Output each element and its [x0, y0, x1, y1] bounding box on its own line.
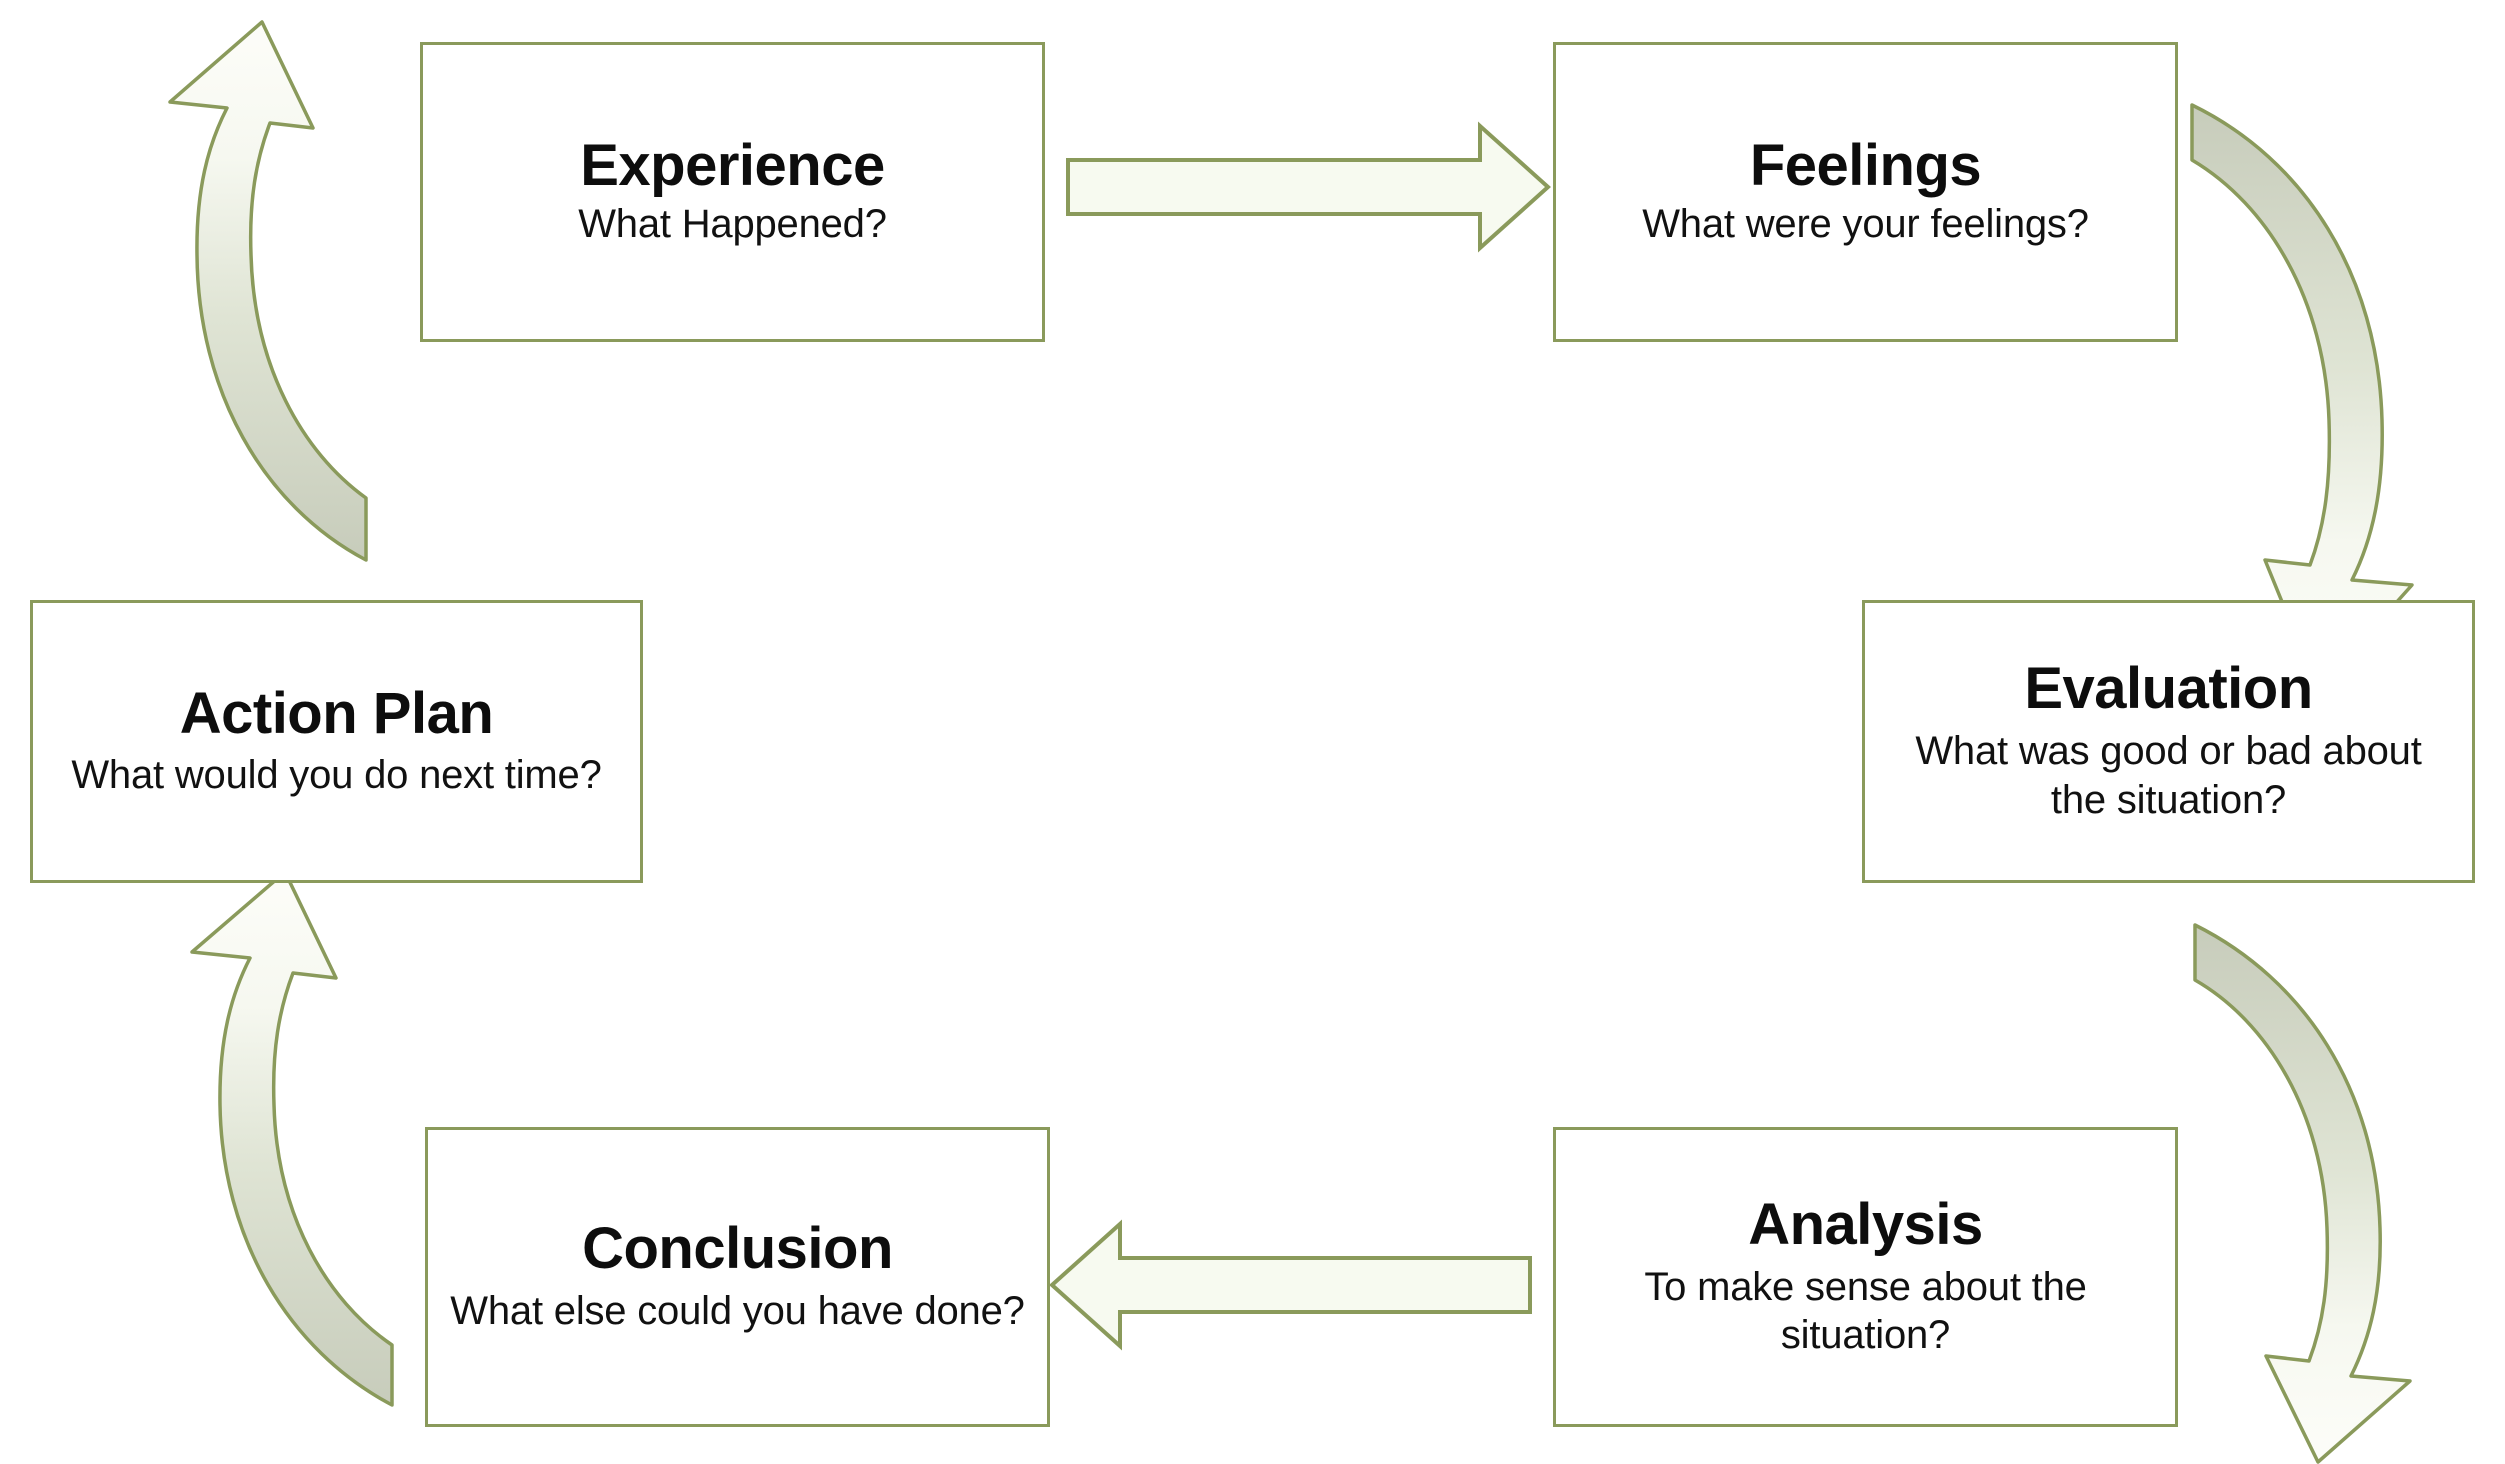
arrow-analysis-to-conclusion: [1049, 1219, 1532, 1351]
node-feelings-title: Feelings: [1749, 133, 1982, 199]
node-action-plan-title: Action Plan: [179, 680, 494, 746]
node-action-plan[interactable]: Action Plan What would you do next time?: [30, 600, 643, 883]
node-experience-title: Experience: [580, 133, 885, 199]
node-conclusion-title: Conclusion: [582, 1216, 893, 1282]
arrow-conclusion-to-actionplan: [190, 870, 394, 1407]
node-analysis-subtitle: To make sense about the situation?: [1644, 1264, 2087, 1358]
node-evaluation-subtitle: What was good or bad about the situation…: [1915, 729, 2422, 822]
node-action-plan-subtitle: What would you do next time?: [71, 753, 602, 798]
arrow-actionplan-to-experience: [168, 20, 368, 562]
node-analysis-title: Analysis: [1748, 1191, 1983, 1257]
node-evaluation-title: Evaluation: [2024, 656, 2313, 722]
arrow-experience-to-feelings: [1066, 121, 1551, 253]
arrow-evaluation-to-analysis: [2193, 923, 2412, 1464]
node-experience[interactable]: Experience What Happened?: [420, 42, 1045, 342]
node-feelings-subtitle: What were your feelings?: [1642, 201, 2089, 246]
node-conclusion[interactable]: Conclusion What else could you have done…: [425, 1127, 1050, 1427]
node-feelings[interactable]: Feelings What were your feelings?: [1553, 42, 2178, 342]
node-analysis[interactable]: Analysis To make sense about the situati…: [1553, 1127, 2178, 1427]
node-evaluation[interactable]: Evaluation What was good or bad about th…: [1862, 600, 2475, 883]
node-experience-subtitle: What Happened?: [578, 201, 887, 246]
node-conclusion-subtitle: What else could you have done?: [450, 1288, 1025, 1333]
